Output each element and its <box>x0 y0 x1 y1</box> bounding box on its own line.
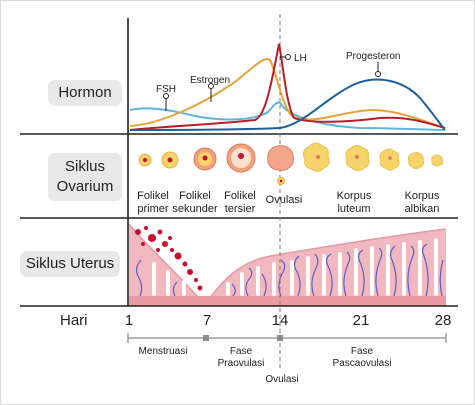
corpus-luteum-icon-3 <box>379 148 400 171</box>
stage-label-luteum-1: Korpus <box>337 190 372 202</box>
phase-ovulation: Ovulasi <box>265 374 298 385</box>
stage-label-tertiary-1: Folikel <box>224 190 256 202</box>
estrogen-curve <box>129 58 446 129</box>
corpus-luteum-icon-1 <box>302 142 330 172</box>
phase-postovulation-1: Fase <box>351 346 374 357</box>
day-axis: Hari 1 7 14 21 28 <box>60 312 451 329</box>
primary-follicle-icon <box>138 153 152 167</box>
secondary-follicle-large-icon <box>193 147 217 171</box>
ovarian-stage-labels: Folikel primer Folikel sekunder Folikel … <box>137 190 440 215</box>
stage-label-luteum-2: luteum <box>337 203 370 215</box>
phase-bar: Menstruasi Fase Praovulasi Fase Pascaovu… <box>127 333 447 385</box>
day-tick-14: 14 <box>272 312 289 329</box>
grid-lines <box>20 18 458 307</box>
day-tick-21: 21 <box>353 312 370 329</box>
fsh-label: FSH <box>156 84 176 95</box>
row-label-ovarian-line2: Ovarium <box>56 178 114 195</box>
progesterone-label: Progesteron <box>346 51 400 62</box>
stage-label-primary-2: primer <box>137 203 169 215</box>
progesterone-curve <box>129 78 446 131</box>
corpus-albicans-icon-2 <box>431 154 444 167</box>
stage-label-albicans-2: albikan <box>405 203 440 215</box>
stage-label-primary-1: Folikel <box>137 190 169 202</box>
blood-vessels <box>135 243 444 297</box>
day-tick-1: 1 <box>125 312 133 329</box>
day-tick-7: 7 <box>203 312 211 329</box>
ovarian-stage-icons <box>138 142 444 185</box>
lh-curve <box>129 43 446 131</box>
phase-menstruation: Menstruasi <box>139 346 188 357</box>
lh-label: LH <box>294 53 307 64</box>
hormone-curves <box>129 43 446 131</box>
endometrium-base <box>129 296 446 306</box>
stage-label-secondary-2: sekunder <box>172 203 218 215</box>
corpus-albicans-icon-1 <box>407 152 425 169</box>
corpus-luteum-icon-2 <box>345 145 370 171</box>
phase-preovulation-2: Praovulasi <box>218 358 265 369</box>
day-tick-28: 28 <box>435 312 452 329</box>
tertiary-follicle-icon <box>226 143 256 173</box>
estrogen-label: Estrogen <box>190 75 230 86</box>
endometrium-surface <box>128 223 447 307</box>
uterine-glands <box>152 238 438 296</box>
stage-label-albicans-1: Korpus <box>405 190 440 202</box>
hormone-labels: FSH Estrogen LH Progesteron <box>156 51 400 111</box>
endometrium-fill <box>129 224 446 306</box>
row-label-uterine-cycle: Siklus Uterus <box>20 251 120 277</box>
menstrual-blood <box>135 226 203 291</box>
secondary-follicle-icon <box>161 151 179 169</box>
phase-postovulation-2: Pascaovulasi <box>333 358 392 369</box>
day-axis-label: Hari <box>60 312 88 329</box>
endometrium-layer <box>128 223 447 307</box>
stage-label-secondary-1: Folikel <box>179 190 211 202</box>
phase-preovulation-1: Fase <box>230 346 253 357</box>
row-label-ovarian-line1: Siklus <box>64 158 105 175</box>
row-label-ovarian-cycle: Siklus Ovarium <box>48 153 122 201</box>
stage-label-ovulation: Ovulasi <box>266 194 303 206</box>
fsh-curve <box>129 101 446 131</box>
stage-label-tertiary-2: tersier <box>225 203 256 215</box>
ovulation-follicle-icon <box>267 145 295 185</box>
row-label-hormone: Hormon <box>48 80 122 106</box>
